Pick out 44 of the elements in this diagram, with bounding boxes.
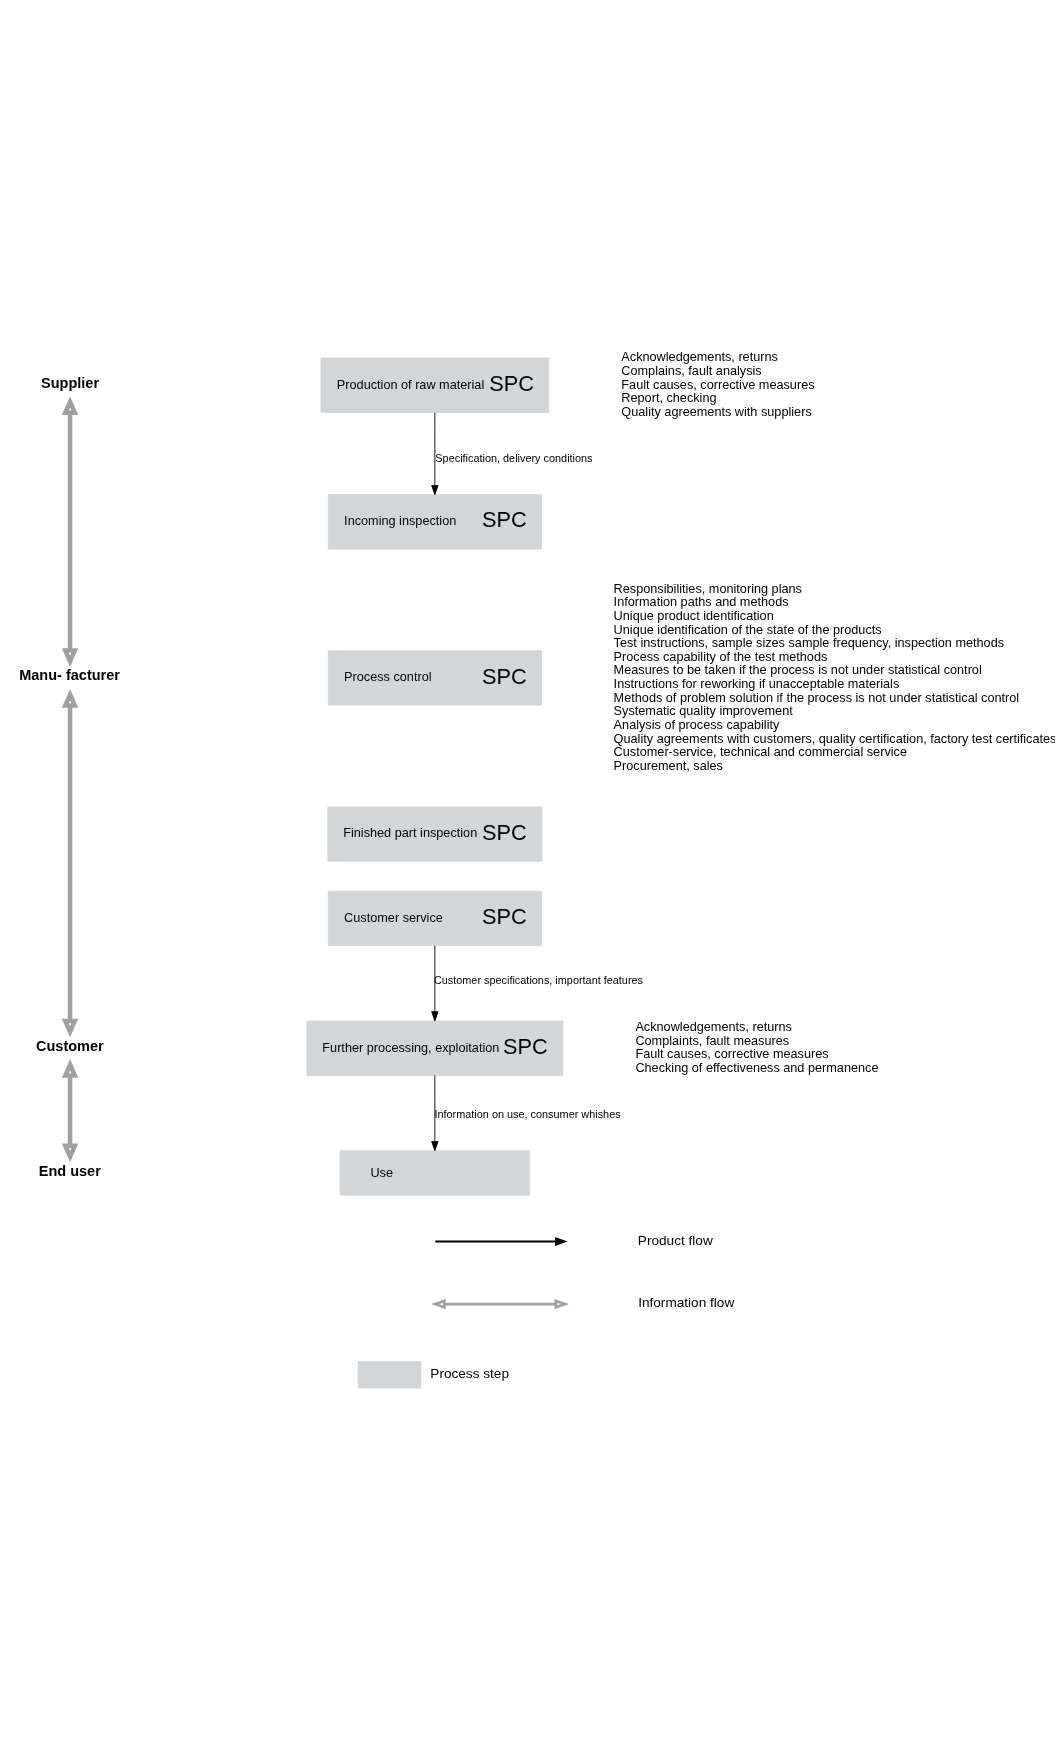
label: Methods of problem solution if the process is not under statistical control	[613, 690, 1020, 705]
arrow	[61, 396, 79, 667]
label: Measures to be taken if the process is not under statistical control	[613, 663, 982, 678]
arrow	[61, 688, 79, 1038]
label: Process capability of the test methods	[613, 649, 828, 664]
arrow	[61, 1059, 79, 1163]
edge-label: Specification, delivery conditions	[435, 451, 593, 464]
label: Acknowledgements, returns	[635, 1020, 792, 1035]
label: Checking of effectiveness and permanence	[635, 1060, 879, 1075]
node-text: Manu- facturer	[19, 667, 120, 684]
legend-label: Product flow	[637, 1232, 713, 1248]
label: Information paths and methods	[613, 595, 789, 610]
node-box: Production of raw material SPC	[320, 357, 550, 413]
label: Responsibilities, monitoring plans	[613, 581, 802, 596]
label: Procurement, sales	[613, 758, 723, 773]
label: Report, checking	[621, 391, 717, 406]
node-text: Customer	[36, 1037, 104, 1054]
node-box: Finished part inspection SPC	[327, 806, 543, 862]
label: Quality agreements with suppliers	[621, 404, 812, 419]
label: Complaints, fault measures	[635, 1033, 790, 1048]
label: Acknowledgements, returns	[621, 350, 778, 365]
label: Test instructions, sample sizes sample frequency, inspection methods	[613, 636, 1005, 651]
node-box: Use	[339, 1150, 531, 1196]
label: Fault causes, corrective measures	[635, 1047, 829, 1062]
arrow	[431, 412, 439, 496]
arrow	[431, 945, 439, 1022]
node-box: Incoming inspection SPC	[327, 494, 542, 550]
label: Instructions for reworking if unacceptable materials	[613, 677, 900, 692]
label: Unique product identification	[613, 609, 774, 624]
label: Fault causes, corrective measures	[621, 377, 815, 392]
label: Unique identification of the state of the products	[613, 622, 882, 637]
legend-label: Process step	[430, 1366, 509, 1382]
label: Customer-service, technical and commercial service	[613, 745, 907, 760]
label: Analysis of process capability	[613, 717, 780, 732]
node-text: Supplier	[41, 374, 100, 391]
node-box: Customer service SPC	[327, 890, 542, 947]
node-text: End user	[38, 1162, 101, 1179]
label: Systematic quality improvement	[613, 704, 793, 719]
node-box: Further processing, exploitation SPC	[306, 1020, 564, 1076]
arrow	[431, 1075, 439, 1152]
label: Complains, fault analysis	[621, 364, 762, 379]
edge-label: Information on use, consumer whishes	[434, 1107, 621, 1120]
legend-label: Information flow	[638, 1295, 735, 1311]
node-box: Process control SPC	[327, 650, 542, 706]
